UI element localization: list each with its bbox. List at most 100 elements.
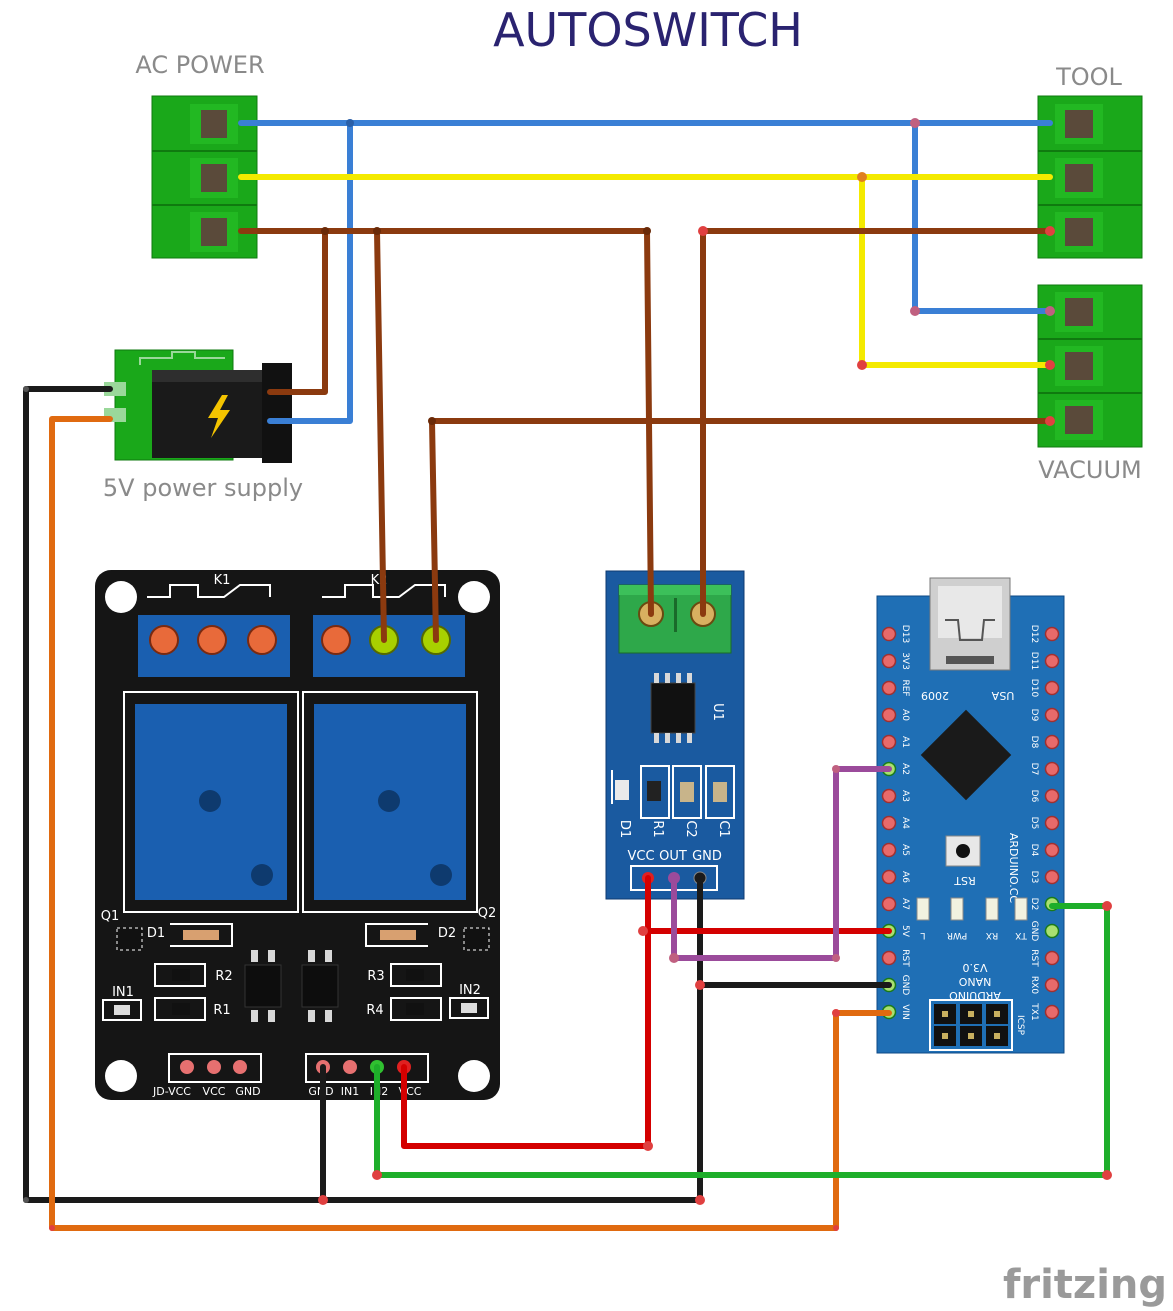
nano-pin-label-left-vin: VIN — [900, 1004, 910, 1020]
nano-pin-label-right-rst: RST — [1029, 949, 1039, 967]
nano-pin-label-left-a5: A5 — [900, 844, 910, 856]
d2-label: D2 — [438, 926, 456, 941]
nano-pin-label-left-a1: A1 — [900, 736, 910, 748]
ac-power-label: AC POWER — [135, 51, 264, 79]
r2-label: R2 — [215, 969, 232, 984]
arduino-name-label: ARDUINO — [949, 989, 1001, 1002]
nano-pin-right-d11 — [1044, 653, 1060, 669]
nano-pin-right-rst — [1044, 950, 1060, 966]
nano-pin-left-a5 — [881, 842, 897, 858]
q2-label: Q2 — [478, 906, 497, 921]
nano-pin-label-right-d9: D9 — [1029, 709, 1039, 722]
led-rx-label: RX — [986, 930, 998, 940]
wire-blue-vacuum — [912, 120, 1053, 314]
tool-label: TOOL — [1055, 63, 1122, 91]
nano-pin-label-left-a4: A4 — [900, 817, 910, 829]
nano-pin-label-right-d11: D11 — [1029, 652, 1039, 670]
icsp-header — [934, 1004, 1008, 1046]
nano-pin-label-left-d13: D13 — [900, 625, 910, 643]
led-tx-label: TX — [1015, 930, 1028, 940]
r3-label: R3 — [367, 969, 384, 984]
nano-pin-label-left-rst: RST — [900, 949, 910, 967]
nano-pin-label-left-3v3: 3V3 — [900, 652, 910, 670]
fritzing-logo: fritzing — [1003, 1262, 1167, 1308]
nano-pin-right-rx0 — [1044, 977, 1060, 993]
nano-pin-right-gnd — [1044, 923, 1060, 939]
nano-pin-label-right-d3: D3 — [1029, 871, 1039, 884]
r1-label: R1 — [213, 1003, 230, 1018]
usb-country-label: USA — [991, 689, 1014, 702]
nano-pin-left-a1 — [881, 734, 897, 750]
nano-pin-left-rst — [881, 950, 897, 966]
nano-pin-label-right-d2: D2 — [1029, 898, 1039, 911]
wire-blue-psu — [267, 120, 353, 424]
page-title: AUTOSWITCH — [493, 3, 803, 57]
reset-button-label: RST — [954, 874, 976, 887]
q1-label: Q1 — [101, 909, 120, 924]
lightning-icon — [208, 395, 230, 438]
r4-label: R4 — [366, 1003, 383, 1018]
jd-vcc-pin-label: JD-VCC — [152, 1085, 191, 1098]
sensor-vcc-label: VCC — [627, 849, 654, 864]
arduino-version-label: V3.0 — [962, 961, 987, 974]
wire-brown-psu — [267, 228, 328, 395]
nano-pin-left-3v3 — [881, 653, 897, 669]
in1-led-label: IN1 — [112, 985, 134, 1000]
nano-pin-label-left-a6: A6 — [900, 871, 910, 883]
nano-pin-label-right-d5: D5 — [1029, 817, 1039, 830]
nano-pin-label-right-d7: D7 — [1029, 763, 1039, 776]
tool-terminal — [1037, 95, 1143, 259]
power-supply-module — [104, 349, 292, 463]
nano-pin-left-a4 — [881, 815, 897, 831]
nano-pin-left-a6 — [881, 869, 897, 885]
wire-orange-vin — [49, 416, 892, 1231]
nano-pin-label-right-gnd: GND — [1029, 921, 1039, 942]
wire-brown-relay-com — [374, 228, 387, 643]
nano-pin-right-d8 — [1044, 734, 1060, 750]
nano-pin-label-left-a2: A2 — [900, 763, 910, 775]
arduino-nano-board: 2009 USA RST ARDUINO.CC L PWR RX TX ARDU… — [876, 577, 1065, 1054]
power-supply-label: 5V power supply — [103, 474, 303, 502]
nano-pin-label-right-tx1: TX1 — [1029, 1002, 1039, 1020]
nano-pin-right-d6 — [1044, 788, 1060, 804]
nano-pin-left-a0 — [881, 707, 897, 723]
led-pwr-label: PWR — [947, 930, 968, 940]
sensor-d1-label: D1 — [617, 820, 632, 838]
nano-pin-label-left-a3: A3 — [900, 790, 910, 802]
arduino-site-label: ARDUINO.CC — [1007, 833, 1020, 904]
current-sensor-module: U1 D1 R1 C2 C1 VCC OUT GND — [605, 570, 745, 900]
relay-board: K1 K2 Q1 Q2 D1 D2 R2 — [95, 570, 500, 1100]
in2-led-label: IN2 — [459, 983, 481, 998]
nano-pin-left-ref — [881, 680, 897, 696]
nano-pin-right-d12 — [1044, 626, 1060, 642]
sensor-gnd-label: GND — [692, 849, 722, 864]
nano-pin-right-d9 — [1044, 707, 1060, 723]
wiring — [23, 118, 1112, 1231]
in1-pin-label: IN1 — [341, 1085, 359, 1098]
nano-pin-right-d5 — [1044, 815, 1060, 831]
nano-pin-label-right-rx0: RX0 — [1029, 976, 1039, 994]
nano-pin-left-a7 — [881, 896, 897, 912]
nano-pin-right-d4 — [1044, 842, 1060, 858]
nano-pin-label-left-a0: A0 — [900, 709, 910, 721]
nano-pin-right-d3 — [1044, 869, 1060, 885]
wire-red-sensor-vcc — [401, 875, 651, 1149]
nano-pin-label-left-gnd: GND — [900, 975, 910, 996]
nano-pin-left-a3 — [881, 788, 897, 804]
wire-yellow-vacuum — [859, 174, 1053, 368]
wire-brown-sensor-in — [644, 228, 654, 617]
d1-label: D1 — [147, 926, 165, 941]
nano-pin-label-left-ref: REF — [900, 679, 910, 696]
nano-pin-label-left-5v: 5V — [900, 925, 910, 938]
nano-pin-label-right-d8: D8 — [1029, 736, 1039, 749]
nano-pin-right-d7 — [1044, 761, 1060, 777]
sensor-c1-label: C1 — [716, 820, 731, 837]
nano-pin-label-right-d6: D6 — [1029, 790, 1039, 803]
usb-year-label: 2009 — [921, 689, 949, 702]
gnd-pin-label-left: GND — [235, 1085, 260, 1098]
sensor-r1-label: R1 — [650, 820, 665, 837]
icsp-label: ICSP — [1015, 1015, 1025, 1036]
arduino-model-label: NANO — [958, 975, 991, 988]
